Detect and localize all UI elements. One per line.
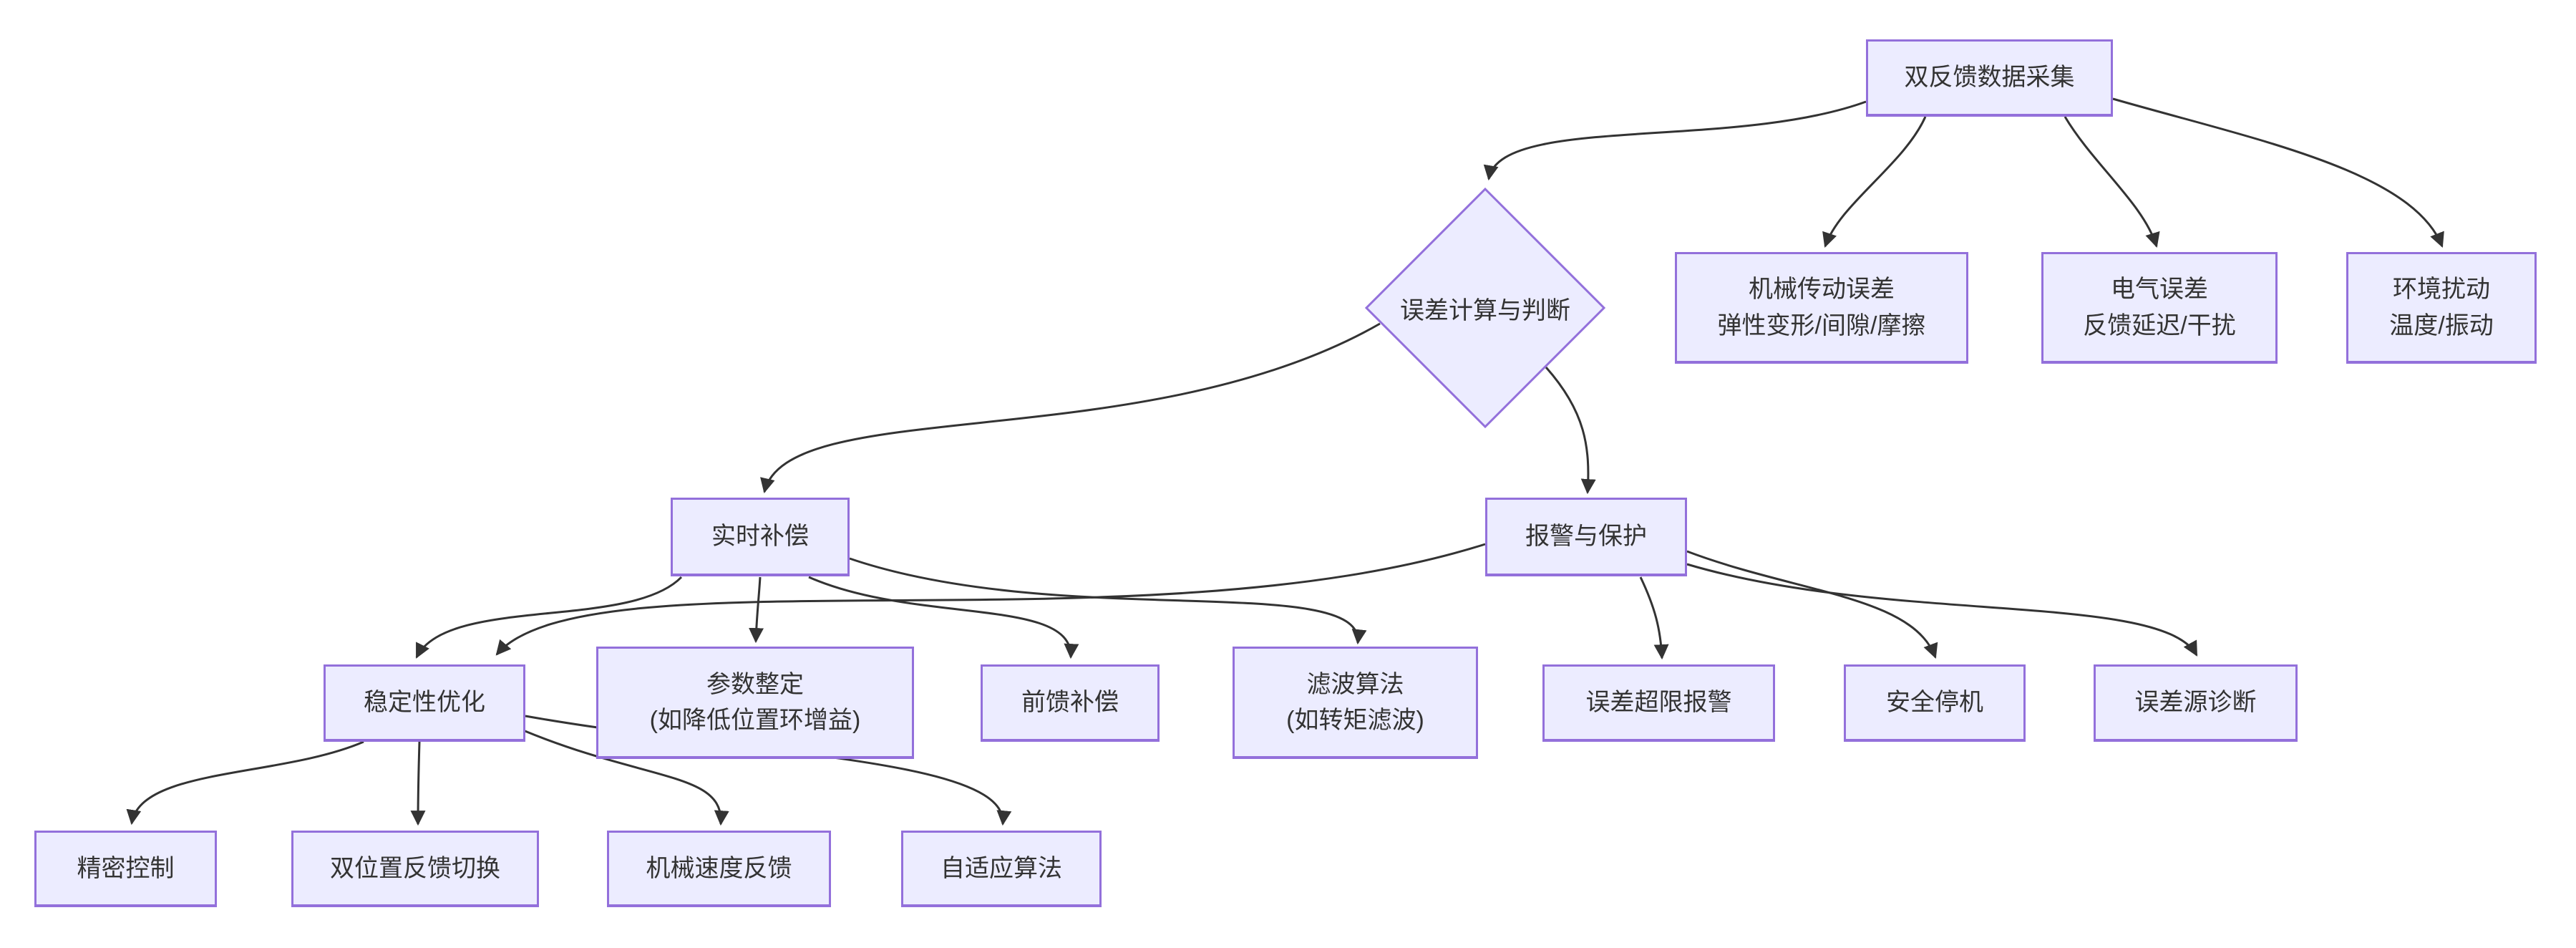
node-label: 稳定性优化 xyxy=(364,689,485,717)
node-label: 实时补偿 xyxy=(711,523,809,551)
edge-error-judgement-realtime-compensation xyxy=(760,322,1381,494)
edge-realtime-compensation-stability-optimization xyxy=(415,576,683,659)
node-filter-algorithm: 滤波算法 (如转矩滤波) xyxy=(1233,647,1478,759)
edge-stability-optimization-dual-position-feedback-switch xyxy=(410,741,426,826)
node-safe-stop: 安全停机 xyxy=(1844,664,2026,742)
node-label: 误差源诊断 xyxy=(2134,689,2257,717)
edge-alarm-protection-stability-optimization xyxy=(495,543,1486,656)
edge-stability-optimization-mechanical-speed-feedback xyxy=(523,729,729,826)
node-label: 电气误差 xyxy=(2111,276,2208,304)
node-sublabel: (如转矩滤波) xyxy=(1286,707,1424,734)
edge-data-acquisition-mechanical-error xyxy=(1822,116,1927,248)
diamond-shape xyxy=(1364,187,1606,429)
node-environment-disturbance: 环境扰动温度/振动 xyxy=(2346,252,2537,364)
node-label: 误差超限报警 xyxy=(1585,689,1732,717)
edge-realtime-compensation-feedforward-compensation xyxy=(808,576,1079,659)
node-parameter-tuning: 参数整定 (如降低位置环增益) xyxy=(596,647,914,759)
edge-stability-optimization-precision-control xyxy=(126,740,364,826)
edge-realtime-compensation-parameter-tuning xyxy=(749,576,764,644)
node-data-acquisition: 双反馈数据采集 xyxy=(1866,39,2113,117)
edge-error-judgement-alarm-protection xyxy=(1545,367,1596,495)
node-label: 参数整定 xyxy=(706,670,804,698)
edge-data-acquisition-error-judgement xyxy=(1483,100,1867,181)
node-sublabel: 弹性变形/间隙/摩擦 xyxy=(1717,311,1926,339)
node-sublabel: 反馈延迟/干扰 xyxy=(2083,311,2236,339)
edge-alarm-protection-safe-stop xyxy=(1686,550,1938,659)
edge-realtime-compensation-filter-algorithm xyxy=(849,557,1367,645)
node-label: 双反馈数据采集 xyxy=(1904,64,2075,92)
node-label: 机械传动误差 xyxy=(1749,276,1895,304)
node-dual-position-feedback-switch: 双位置反馈切换 xyxy=(291,831,539,907)
node-precision-control: 精密控制 xyxy=(34,831,217,907)
node-mechanical-error: 机械传动误差弹性变形/间隙/摩擦 xyxy=(1675,252,1968,364)
node-label: 精密控制 xyxy=(77,854,175,882)
node-label: 安全停机 xyxy=(1886,689,1983,717)
node-label: 前馈补偿 xyxy=(1021,689,1119,717)
node-error-limit-alarm: 误差超限报警 xyxy=(1542,664,1775,742)
node-label: 环境扰动 xyxy=(2393,276,2490,304)
node-alarm-protection: 报警与保护 xyxy=(1485,498,1687,576)
edge-alarm-protection-error-limit-alarm xyxy=(1639,576,1669,660)
node-electrical-error: 电气误差反馈延迟/干扰 xyxy=(2041,252,2278,364)
edge-alarm-protection-error-source-diagnosis xyxy=(1686,563,2198,657)
node-error-judgement: 误差计算与判断 xyxy=(1364,187,1606,429)
edge-data-acquisition-environment-disturbance xyxy=(2112,97,2444,248)
node-realtime-compensation: 实时补偿 xyxy=(671,498,850,576)
node-label: 自适应算法 xyxy=(941,854,1062,882)
edge-data-acquisition-electrical-error xyxy=(2064,116,2160,248)
node-sublabel: 温度/振动 xyxy=(2389,311,2494,339)
node-stability-optimization: 稳定性优化 xyxy=(324,664,525,742)
node-label: 报警与保护 xyxy=(1525,523,1647,551)
node-label: 双位置反馈切换 xyxy=(330,854,500,882)
node-sublabel: (如降低位置环增益) xyxy=(649,707,861,734)
node-label: 误差计算与判断 xyxy=(1400,296,1570,324)
node-mechanical-speed-feedback: 机械速度反馈 xyxy=(607,831,831,907)
node-label: 机械速度反馈 xyxy=(646,854,792,882)
node-feedforward-compensation: 前馈补偿 xyxy=(981,664,1160,742)
node-error-source-diagnosis: 误差源诊断 xyxy=(2094,664,2298,742)
node-adaptive-algorithm: 自适应算法 xyxy=(901,831,1102,907)
node-label: 滤波算法 xyxy=(1306,670,1404,698)
